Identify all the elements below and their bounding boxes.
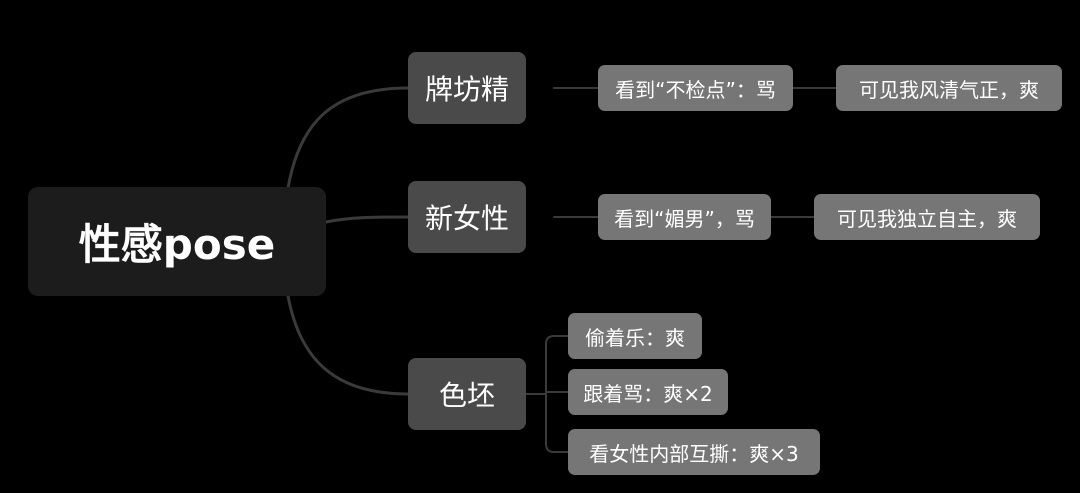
leaf-node-paifang-result[interactable]: 可见我风清气正，爽 [836, 65, 1062, 111]
branch-node-sepi[interactable]: 色坯 [408, 358, 526, 430]
connector-root-sepi [286, 294, 410, 396]
connector-root-paifang [286, 86, 410, 190]
connector-sepi-c3 [545, 393, 569, 453]
leaf-node-sepi-1[interactable]: 偷着乐：爽 [568, 313, 702, 359]
leaf-node-xinnv-result[interactable]: 可见我独立自主，爽 [814, 194, 1040, 240]
connector-root-xinnv [324, 215, 410, 224]
leaf-node-sepi-2[interactable]: 跟着骂：爽×2 [568, 369, 728, 415]
leaf-node-sepi-3[interactable]: 看女性内部互撕：爽×3 [568, 429, 820, 475]
connector-sepi-c1 [545, 335, 569, 395]
root-node[interactable]: 性感pose [28, 187, 326, 296]
branch-node-paifangjing[interactable]: 牌坊精 [408, 52, 526, 124]
leaf-node-xinnv-see[interactable]: 看到“媚男”，骂 [598, 194, 771, 240]
leaf-node-paifang-see[interactable]: 看到“不检点”：骂 [598, 65, 793, 111]
branch-node-xinnvxing[interactable]: 新女性 [408, 181, 526, 253]
